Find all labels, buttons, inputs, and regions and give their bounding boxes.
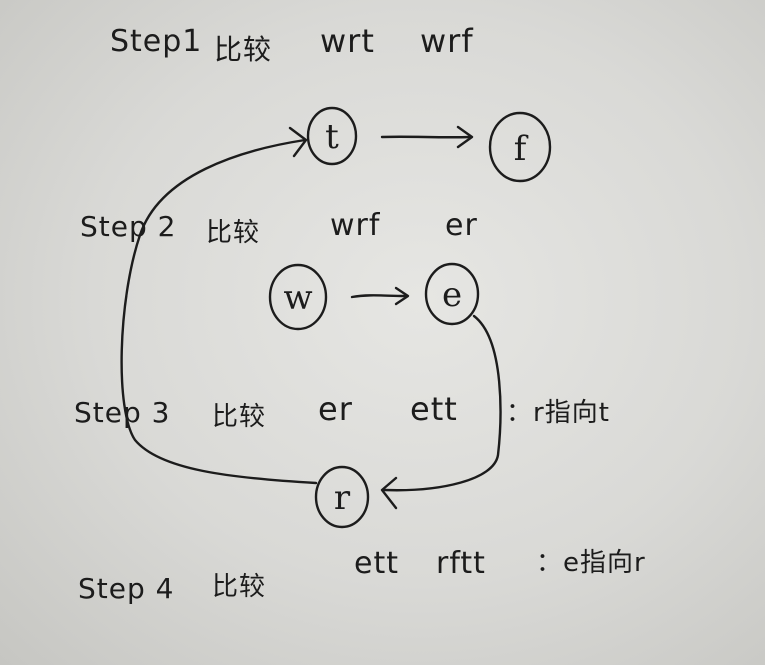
step-2-second-word: er — [445, 208, 478, 243]
node-t-circle — [306, 106, 358, 166]
step-3-first-word: er — [318, 390, 353, 428]
step-4-label: Step 4 — [78, 572, 175, 605]
step-1-label: Step1 — [110, 24, 203, 59]
step-2-label: Step 2 — [80, 210, 177, 243]
edge-e-to-r — [380, 314, 502, 510]
node-w-circle — [268, 263, 328, 331]
edge-r-to-t — [120, 126, 318, 485]
node-e-circle — [424, 262, 480, 326]
step-2-first-word: wrf — [330, 208, 381, 243]
node-t-label: t — [325, 117, 339, 157]
step-1-verb: 比较 — [214, 33, 273, 66]
step-4-second-word: rftt — [436, 546, 486, 581]
step-1-first-word: wrt — [320, 22, 375, 60]
edge-t-to-f — [380, 125, 474, 149]
step-3-verb: 比较 — [212, 402, 267, 432]
step-4-verb: 比较 — [212, 572, 267, 602]
step-3-label: Step 3 — [74, 396, 171, 429]
node-r-label: r — [334, 478, 351, 518]
step-4-first-word: ett — [354, 546, 399, 581]
node-r-circle — [314, 465, 370, 529]
step-2-verb: 比较 — [206, 218, 261, 248]
step-3-second-word: ett — [410, 390, 458, 428]
step-1-second-word: wrf — [420, 22, 474, 60]
node-f-label: f — [514, 129, 529, 169]
edge-w-to-e — [350, 286, 410, 306]
step-3-result: ：r指向t — [506, 398, 610, 428]
node-f-circle — [488, 111, 552, 183]
node-e-label: e — [442, 275, 462, 315]
step-4-result: ：e指向r — [536, 548, 646, 578]
node-w-label: w — [283, 278, 312, 318]
